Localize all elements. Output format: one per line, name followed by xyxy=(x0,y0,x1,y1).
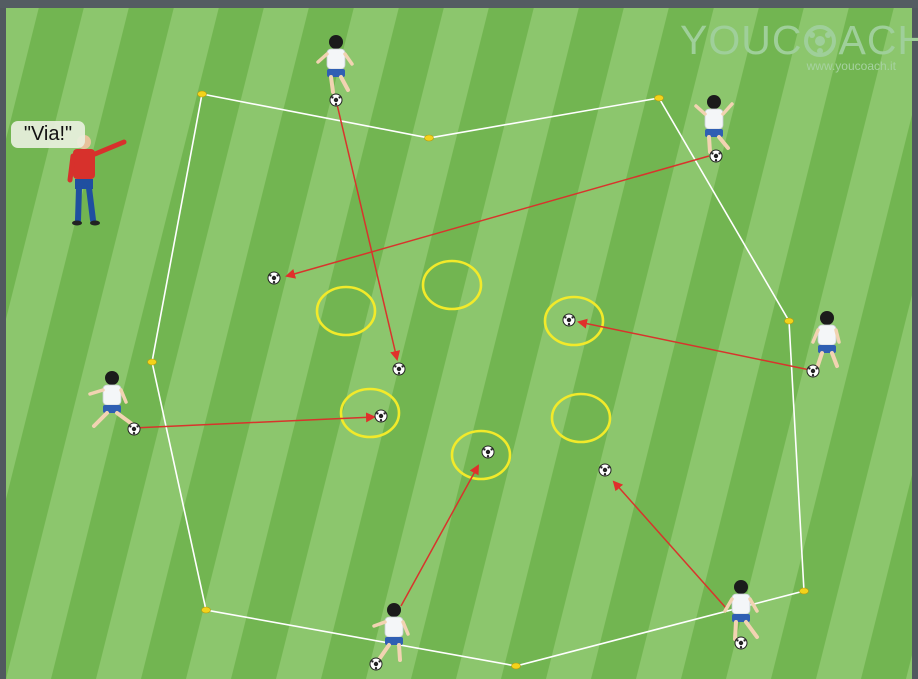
soccer-ball-icon xyxy=(393,363,405,375)
logo-wordmark: YOUC ACH xyxy=(680,17,918,63)
training-field xyxy=(6,8,912,679)
soccer-ball-icon xyxy=(370,658,382,670)
soccer-ball-icon xyxy=(807,365,819,377)
soccer-ball-icon xyxy=(710,150,722,162)
soccer-ball-icon xyxy=(599,464,611,476)
cone-marker-icon xyxy=(202,607,211,613)
soccer-ball-icon xyxy=(482,446,494,458)
logo-text-prefix: YOUC xyxy=(680,17,802,63)
grass-stripes xyxy=(6,8,912,679)
soccer-ball-icon xyxy=(330,94,342,106)
cone-marker-icon xyxy=(655,95,664,101)
soccer-ball-logo-icon xyxy=(803,24,837,58)
coach-speech-bubble: "Via!" xyxy=(11,121,85,148)
cone-marker-icon xyxy=(148,359,157,365)
cone-marker-icon xyxy=(198,91,207,97)
cone-marker-icon xyxy=(512,663,521,669)
soccer-ball-icon xyxy=(375,410,387,422)
youcoach-logo: YOUC ACH www.youcoach.it xyxy=(680,17,908,75)
logo-url: www.youcoach.it xyxy=(807,59,896,73)
top-bar xyxy=(0,0,918,8)
soccer-ball-icon xyxy=(128,423,140,435)
logo-text-suffix: ACH xyxy=(838,17,918,63)
soccer-ball-icon xyxy=(563,314,575,326)
cone-marker-icon xyxy=(785,318,794,324)
cone-marker-icon xyxy=(425,135,434,141)
cone-marker-icon xyxy=(800,588,809,594)
soccer-ball-icon xyxy=(268,272,280,284)
soccer-ball-icon xyxy=(735,637,747,649)
